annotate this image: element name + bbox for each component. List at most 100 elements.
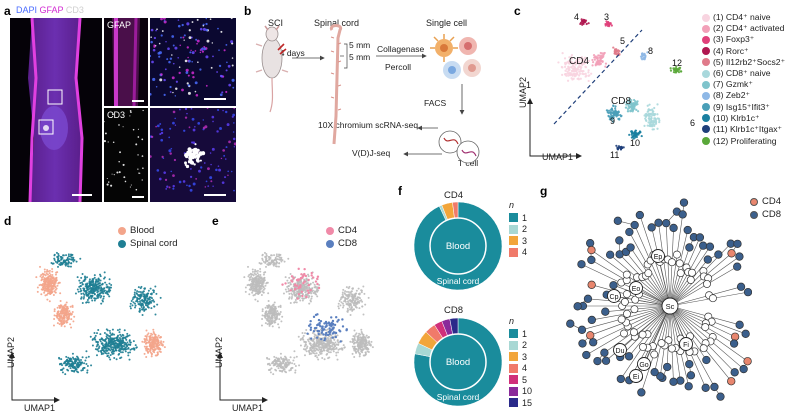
umap-point: [574, 63, 577, 66]
umap-point: [86, 369, 89, 372]
cell-dot: [222, 149, 225, 152]
umap-point: [277, 265, 280, 268]
cd3-dot: [129, 110, 132, 112]
cell-dot: [192, 141, 196, 145]
cd8-swatch: [326, 239, 334, 248]
umap-point: [43, 270, 46, 273]
umap-point: [76, 361, 79, 364]
umap-point: [243, 276, 246, 279]
umap-point: [305, 287, 308, 290]
umap-point: [284, 355, 287, 358]
cd8-point: [328, 327, 331, 330]
umap-point: [650, 115, 653, 118]
umap-point: [367, 347, 370, 350]
network-clone-node: [733, 239, 742, 249]
umap-point: [64, 264, 67, 267]
cd3-dot: [129, 115, 131, 117]
network-clone-node: [743, 287, 752, 297]
umap-point: [581, 23, 584, 26]
umap-point: [286, 285, 289, 288]
umap-point: [637, 110, 640, 113]
umap-point: [319, 343, 322, 346]
umap-point: [579, 22, 582, 26]
cell-dot: [158, 42, 161, 45]
cell-dot: [212, 185, 214, 187]
cd3-dot: [123, 176, 126, 179]
cell-dot: [187, 91, 191, 95]
umap-point: [646, 110, 649, 113]
cell-dot: [218, 64, 222, 68]
network-clone-node: [683, 225, 692, 235]
umap-point: [363, 354, 366, 357]
umap-point: [557, 61, 560, 64]
umap-point: [293, 293, 296, 296]
umap-point: [57, 313, 60, 316]
umap-point: [256, 300, 259, 303]
umap-point: [152, 338, 155, 341]
pie-legend-swatch: [509, 386, 518, 396]
umap-point: [124, 343, 127, 346]
umap-point: [313, 290, 316, 293]
cd4-point: [309, 288, 312, 292]
axis-arrow: [576, 153, 582, 159]
umap-point: [271, 319, 274, 322]
umap-point: [49, 291, 52, 294]
pie-cd4-title: CD4: [444, 190, 464, 201]
cluster-swatch: [702, 103, 710, 112]
pie-legend-item: 1: [509, 212, 527, 224]
umap-point: [317, 358, 320, 361]
umap-point: [353, 349, 356, 352]
umap-point: [251, 284, 254, 287]
umap-point: [328, 342, 331, 345]
umap-point: [72, 320, 75, 323]
cell-dot: [165, 188, 168, 190]
umap-point: [351, 352, 354, 355]
cd3-dot: [132, 128, 135, 131]
umap-point: [626, 100, 629, 103]
umap-point: [289, 283, 292, 286]
mouse-icon: [255, 25, 289, 113]
umap-point: [62, 254, 65, 257]
cell-dot: [191, 51, 195, 55]
cd3-dot: [113, 174, 115, 176]
umap-point: [320, 349, 323, 352]
umap-point: [143, 299, 146, 302]
umap-point: [561, 52, 564, 55]
pie-legend-label: 5: [522, 374, 528, 385]
umap-point: [46, 269, 49, 272]
umap-point: [631, 104, 635, 107]
umap-point: [90, 291, 93, 294]
umap-point: [342, 304, 345, 307]
umap-point: [92, 278, 95, 281]
umap-point: [279, 306, 282, 309]
umap-point: [45, 285, 48, 288]
pie-spinal-label: Spinal cord: [437, 392, 480, 402]
umap-point: [111, 328, 114, 331]
umap-point: [575, 62, 579, 65]
cd8-point: [327, 322, 330, 325]
umap-point: [364, 303, 367, 306]
umap-point: [289, 369, 292, 372]
network-edge: [665, 223, 671, 307]
umap-point: [594, 56, 598, 59]
umap-point: [250, 275, 253, 278]
umap-point: [601, 52, 604, 55]
umap-point: [644, 113, 647, 116]
umap-point: [120, 335, 123, 338]
umap-point: [628, 106, 631, 109]
cell-dot: [153, 44, 156, 47]
umap-point: [73, 367, 76, 370]
umap-point: [275, 253, 278, 256]
cd8-point: [315, 336, 319, 339]
cell-dot: [206, 39, 210, 43]
cell-dot: [190, 141, 194, 144]
mm2-label: 5 mm: [349, 52, 371, 62]
umap-point: [289, 302, 292, 305]
umap-point: [279, 369, 282, 372]
umap-point: [633, 131, 636, 135]
network-hub-label: Go: [639, 362, 648, 369]
umap-point: [632, 106, 635, 110]
micrograph-main: [10, 18, 102, 202]
umap-point: [71, 258, 74, 261]
umap-point: [108, 329, 111, 332]
